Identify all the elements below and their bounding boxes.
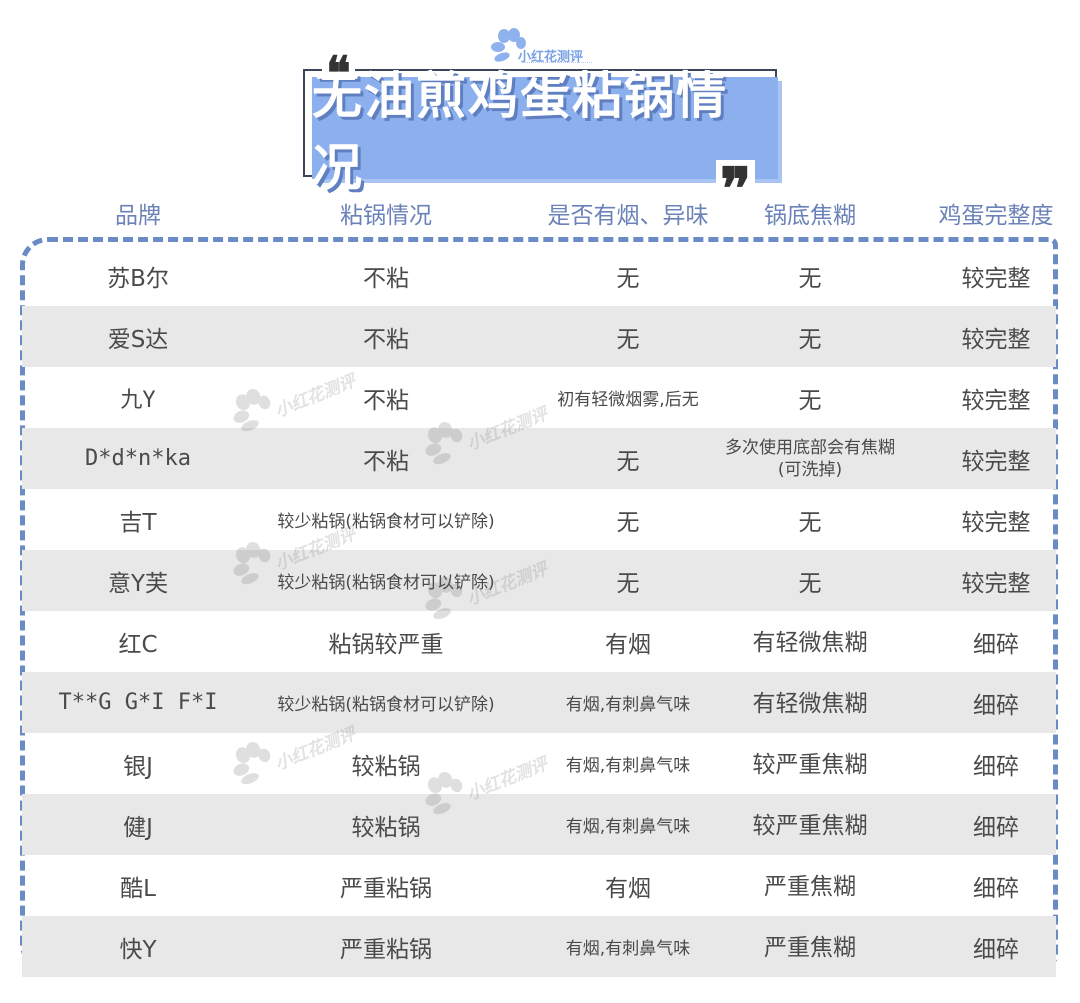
- cell-egg: 细碎: [973, 875, 1019, 902]
- column-header-egg: 鸡蛋完整度: [938, 203, 1054, 229]
- table-row: 意Y芙 较少粘锅(粘锅食材可以铲除) 无 无 较完整: [22, 550, 1056, 611]
- cell-smoke: 无: [616, 570, 640, 597]
- cell-burnt: 多次使用底部会有焦糊 (可洗掉): [725, 428, 895, 489]
- cell-brand: 银J: [123, 753, 153, 780]
- table-row: 九Y 不粘 初有轻微烟雾,后无 无 较完整: [22, 367, 1056, 428]
- cell-brand: 九Y: [120, 387, 156, 413]
- cell-burnt: 无: [798, 570, 822, 597]
- cell-stick: 不粘: [363, 387, 409, 414]
- cell-burnt: 严重焦糊: [764, 935, 856, 961]
- column-header-burnt: 锅底焦糊: [764, 203, 856, 229]
- column-header-stick: 粘锅情况: [340, 203, 432, 229]
- close-quote-icon: ❞: [716, 160, 756, 200]
- cell-burnt: 无: [798, 265, 822, 292]
- cell-brand: T**G G*I F*I: [58, 690, 218, 715]
- cell-brand: 健J: [123, 814, 153, 841]
- table-row: 红C 粘锅较严重 有烟 有轻微焦糊 细碎: [22, 611, 1056, 672]
- table-body: 苏B尔 不粘 无 无 较完整 爱S达 不粘 无 无 较完整 九Y 不粘 初有轻微…: [22, 245, 1056, 977]
- cell-egg: 较完整: [961, 509, 1031, 536]
- table-row: 酷L 严重粘锅 有烟 严重焦糊 细碎: [22, 855, 1056, 916]
- cell-smoke: 无: [616, 326, 640, 353]
- cell-egg: 较完整: [961, 570, 1031, 597]
- cell-smoke: 初有轻微烟雾,后无: [557, 390, 699, 410]
- cell-stick: 不粘: [363, 448, 409, 475]
- logo-text: 小红花测评: [518, 50, 584, 65]
- cell-stick: 较少粘锅(粘锅食材可以铲除): [277, 695, 495, 715]
- cell-stick: 较少粘锅(粘锅食材可以铲除): [277, 512, 495, 532]
- table-row: D*d*n*ka 不粘 无 多次使用底部会有焦糊 (可洗掉) 较完整: [22, 428, 1056, 489]
- cell-egg: 细碎: [973, 936, 1019, 963]
- cell-stick: 较粘锅: [351, 753, 421, 780]
- cell-stick: 严重粘锅: [340, 875, 432, 902]
- cell-burnt: 无: [798, 326, 822, 353]
- cell-burnt: 有轻微焦糊: [752, 691, 868, 717]
- cell-egg: 细碎: [973, 814, 1019, 841]
- table-header: 品牌 粘锅情况 是否有烟、异味 锅底焦糊 鸡蛋完整度: [0, 196, 1080, 236]
- title-banner: 无油煎鸡蛋粘锅情况: [312, 67, 778, 197]
- cell-smoke: 无: [616, 265, 640, 292]
- table-row: 银J 较粘锅 有烟,有刺鼻气味 较严重焦糊 细碎: [22, 733, 1056, 794]
- cell-stick: 严重粘锅: [340, 936, 432, 963]
- cell-brand: 苏B尔: [107, 265, 169, 292]
- cell-stick: 较粘锅: [351, 814, 421, 841]
- cell-brand: D*d*n*ka: [85, 446, 191, 471]
- cell-brand: 快Y: [119, 936, 157, 963]
- cell-brand: 爱S达: [107, 326, 169, 353]
- cell-burnt: 无: [798, 509, 822, 536]
- cell-brand: 酷L: [120, 875, 156, 902]
- cell-stick: 不粘: [363, 265, 409, 292]
- cell-stick: 较少粘锅(粘锅食材可以铲除): [277, 573, 495, 593]
- table-row: 快Y 严重粘锅 有烟,有刺鼻气味 严重焦糊 细碎: [22, 916, 1056, 977]
- cell-egg: 细碎: [973, 753, 1019, 780]
- cell-egg: 细碎: [973, 692, 1019, 719]
- cell-burnt-line2: (可洗掉): [777, 459, 843, 480]
- open-quote-icon: ❝: [322, 50, 355, 80]
- cell-stick: 粘锅较严重: [328, 631, 444, 658]
- cell-smoke: 有烟,有刺鼻气味: [565, 939, 691, 959]
- cell-burnt: 较严重焦糊: [752, 813, 868, 839]
- cell-egg: 较完整: [961, 265, 1031, 292]
- cell-burnt-line1: 多次使用底部会有焦糊: [725, 437, 895, 458]
- cell-egg: 较完整: [961, 326, 1031, 353]
- cell-brand: 意Y芙: [107, 570, 169, 597]
- table-row: T**G G*I F*I 较少粘锅(粘锅食材可以铲除) 有烟,有刺鼻气味 有轻微…: [22, 672, 1056, 733]
- cell-egg: 较完整: [961, 448, 1031, 475]
- cell-brand: 吉T: [119, 509, 157, 536]
- cell-smoke: 无: [616, 509, 640, 536]
- cell-smoke: 有烟,有刺鼻气味: [565, 817, 691, 837]
- cell-smoke: 有烟,有刺鼻气味: [565, 695, 691, 715]
- cell-stick: 不粘: [363, 326, 409, 353]
- logo-underline: [522, 62, 592, 65]
- cell-egg: 细碎: [973, 631, 1019, 658]
- page-title: 无油煎鸡蛋粘锅情况: [312, 67, 728, 197]
- cell-smoke: 无: [616, 448, 640, 475]
- cell-egg: 较完整: [961, 387, 1031, 414]
- table-row: 吉T 较少粘锅(粘锅食材可以铲除) 无 无 较完整: [22, 489, 1056, 550]
- cell-burnt: 严重焦糊: [764, 874, 856, 900]
- column-header-brand: 品牌: [115, 203, 161, 229]
- cell-burnt: 无: [798, 387, 822, 414]
- cell-burnt: 有轻微焦糊: [752, 630, 868, 656]
- cell-burnt: 较严重焦糊: [752, 752, 868, 778]
- cell-smoke: 有烟: [605, 875, 651, 902]
- table-row: 爱S达 不粘 无 无 较完整: [22, 306, 1056, 367]
- table-row: 苏B尔 不粘 无 无 较完整: [22, 245, 1056, 306]
- flower-logo-icon: [491, 28, 526, 62]
- cell-smoke: 有烟: [605, 631, 651, 658]
- brand-logo: 小红花测评: [490, 28, 610, 68]
- column-header-smoke: 是否有烟、异味: [547, 203, 709, 229]
- table-row: 健J 较粘锅 有烟,有刺鼻气味 较严重焦糊 细碎: [22, 794, 1056, 855]
- cell-smoke: 有烟,有刺鼻气味: [565, 756, 691, 776]
- cell-brand: 红C: [118, 631, 158, 658]
